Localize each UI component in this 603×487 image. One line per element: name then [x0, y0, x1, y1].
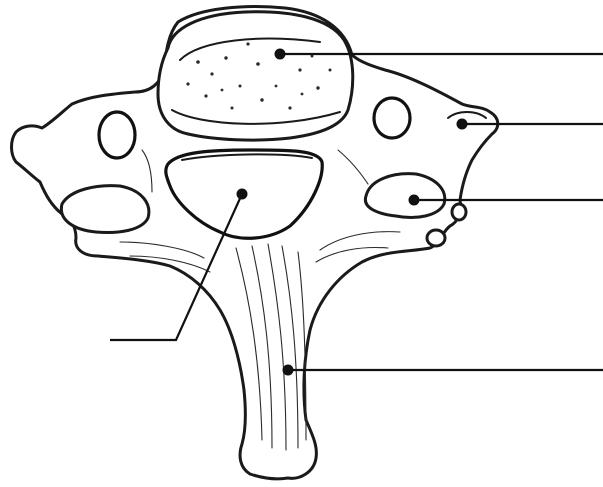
right-transverse-foramen [374, 98, 410, 138]
vertebral-body [158, 12, 353, 140]
left-articular-facet [61, 186, 148, 233]
leader-5 [283, 365, 603, 376]
right-articular-facet [365, 174, 444, 218]
left-transverse-foramen [99, 112, 135, 158]
